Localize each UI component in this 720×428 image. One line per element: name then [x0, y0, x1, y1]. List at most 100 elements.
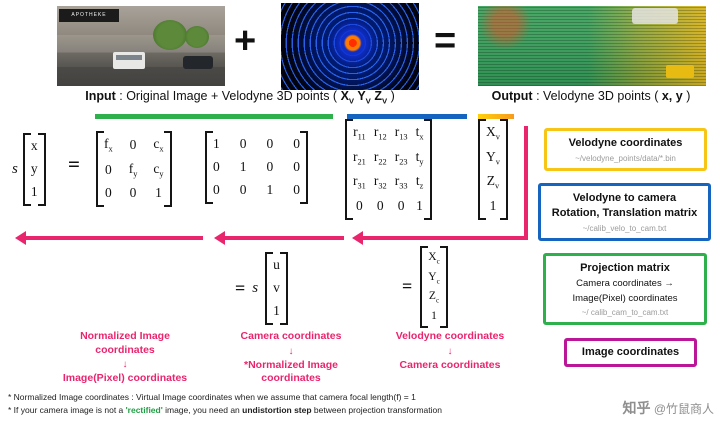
matrix-cell: 0 — [293, 181, 300, 197]
matrix-cell: 0 — [239, 181, 247, 197]
matrix-cell: 0 — [104, 161, 112, 177]
matrix-cell: 0 — [376, 197, 384, 213]
tree-shape — [153, 20, 187, 50]
matrix-cell: cy — [153, 160, 164, 179]
matrix-cell: 0 — [266, 136, 274, 151]
projection-box-path: ~/ calib_cam_to_cam.txt — [581, 308, 669, 318]
footnote-2: * If your camera image is not a 'rectifi… — [8, 404, 442, 417]
yellow-car-shape — [666, 65, 694, 78]
label-image-pixel-coords: Image(Pixel) coordinates — [62, 372, 188, 385]
projection-box-line2: Image(Pixel) coordinates — [572, 292, 678, 304]
scale-variable: s — [12, 160, 18, 177]
velodyne-box-path: ~/velodyne_points/data/*.bin — [575, 153, 676, 163]
output-caption-label: Output — [491, 89, 533, 103]
matrix-cell: r22 — [373, 148, 387, 167]
watermark: 知乎 @竹鼠商人 — [622, 398, 714, 418]
input-caption-label: Input — [85, 89, 116, 103]
matrix-cell: r11 — [353, 124, 366, 142]
matrix-cell: ty — [415, 148, 424, 167]
white-van-shape — [113, 52, 145, 69]
flow-arrow-left-1 — [15, 230, 203, 245]
tree-shape — [185, 26, 209, 48]
image-coordinates-box: Image coordinates — [564, 338, 697, 367]
projection-box-line1: Camera coordinates → — [576, 277, 674, 289]
matrix-cell: 1 — [416, 197, 423, 213]
matrix-cell: 1 — [431, 309, 437, 322]
matrix-cell: r33 — [394, 173, 408, 191]
watermark-handle: @竹鼠商人 — [653, 402, 714, 416]
matrix-cell: fy — [128, 160, 138, 179]
matrix-cell: 0 — [213, 158, 220, 174]
matrix-cell: u — [273, 257, 280, 272]
transform-label-column-1: Normalized Image coordinates ↓ Image(Pix… — [55, 330, 195, 386]
equals-sign: = — [402, 276, 413, 297]
flow-arrow-left-3 — [352, 230, 528, 245]
matrix-cell: Zc — [428, 290, 440, 305]
output-caption-text: : Velodyne 3D points ( — [532, 89, 662, 103]
footnote-2-post: between projection transformation — [311, 405, 442, 416]
velo-to-cam-path: ~/calib_velo_to_cam.txt — [582, 223, 667, 233]
matrix-cell: 1 — [155, 185, 162, 201]
footnote-2-mid: image, you need an — [162, 405, 243, 416]
equals-sign: = — [235, 277, 246, 298]
sky-patch-shape — [632, 8, 678, 24]
matrix-cell: 0 — [104, 185, 112, 201]
van-window-shape — [116, 55, 142, 60]
lidar-pointcloud-image — [281, 3, 419, 90]
label-normalized-image-coords: Normalized Image coordinates — [80, 330, 170, 356]
dark-car-shape — [183, 56, 213, 69]
velodyne-coordinates-box: Velodyne coordinates ~/velodyne_points/d… — [544, 128, 707, 171]
matrix-cell: 0 — [266, 158, 274, 174]
footnote-2-pre: * If your camera image is not a — [8, 405, 126, 416]
output-caption: Output : Velodyne 3D points ( x, y ) — [466, 89, 716, 103]
down-arrow-icon: ↓ — [122, 359, 128, 371]
matrix-cell: 0 — [293, 158, 300, 174]
velodyne-box-title: Velodyne coordinates — [568, 137, 683, 149]
matrix-cell: r21 — [353, 148, 366, 167]
down-arrow-icon: ↓ — [447, 345, 453, 357]
matrix-cell: 0 — [293, 136, 300, 151]
matrix-cell: Yc — [428, 270, 440, 285]
label-normalized-image-coords-2: *Normalized Image coordinates — [244, 358, 338, 385]
shop-awning: APOTHEKE — [59, 9, 119, 22]
matrix-cell: 0 — [356, 197, 363, 213]
matrix-cell: cx — [153, 136, 164, 154]
transform-label-column-3: Velodyne coordinates ↓ Camera coordinate… — [380, 330, 520, 372]
matrix-cell: r13 — [394, 124, 408, 142]
transform-label-column-2: Camera coordinates ↓ *Normalized Image c… — [221, 330, 361, 386]
matrix-cell: 1 — [30, 183, 38, 199]
velo-to-cam-title: Velodyne to camera Rotation, Translation… — [551, 192, 698, 219]
matrix-cell: 1 — [266, 181, 274, 197]
matrix-cell: 1 — [213, 136, 220, 151]
matrix-cell: 1 — [239, 158, 247, 174]
projection-box-title: Projection matrix — [580, 262, 670, 274]
matrix-cell: 0 — [239, 136, 247, 151]
matrix-cell: 1 — [273, 302, 280, 318]
output-caption-close: ) — [682, 89, 691, 103]
velodyne-vector-highlight-bar — [478, 114, 514, 119]
matrix-cell: Xc — [428, 251, 440, 266]
extrinsic-matrix-highlight-bar — [347, 114, 467, 119]
flow-arrow-left-2 — [214, 230, 344, 245]
matrix-cell: x — [30, 138, 38, 153]
matrix-cell: Yv — [486, 148, 500, 167]
equals-sign: = — [434, 20, 457, 62]
label-camera-coords-2: Camera coordinates — [399, 358, 501, 371]
matrix-cell: 0 — [397, 197, 405, 213]
matrix-cell: Zv — [486, 173, 500, 191]
